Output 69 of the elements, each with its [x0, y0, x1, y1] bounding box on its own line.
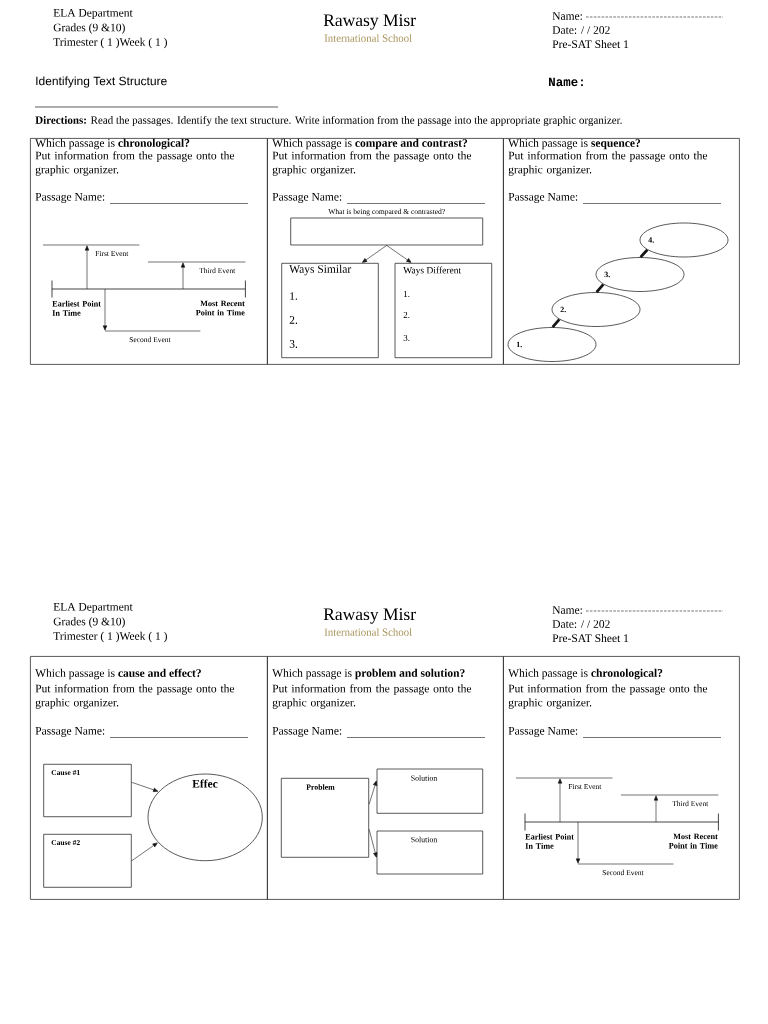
field-label: Name: — [549, 77, 583, 87]
sequence-oval: 4. — [639, 222, 729, 258]
field-label: Passage Name: — [508, 193, 578, 203]
list-number: 2. — [403, 311, 410, 319]
field-label: Name: — [552, 12, 582, 20]
arrow — [368, 780, 378, 805]
date-label: Date: / / 202 — [552, 620, 610, 628]
arrow — [362, 245, 387, 263]
header-text: Trimester ( 1 )Week ( 1 ) — [53, 37, 167, 49]
field-label: Passage Name: — [35, 193, 105, 203]
field-label: Name: — [552, 606, 582, 614]
date-label: Date: / / 202 — [552, 26, 610, 34]
school-subtitle: International School — [324, 628, 412, 636]
school-name: Rawasy Misr — [323, 14, 416, 30]
arrow — [653, 795, 659, 823]
timeline — [524, 813, 719, 831]
arrow — [368, 829, 378, 858]
instruction-text: Put information from the passage onto the graphic organizer. — [35, 684, 235, 709]
sequence-oval: 3. — [595, 257, 685, 292]
endpoint-label: Most Recent Point in Time — [195, 300, 245, 316]
instruction-text: Put information from the passage onto the graphic organizer. — [272, 151, 472, 176]
arrow — [557, 778, 563, 823]
question-text: Which passage is cause and effect? — [35, 668, 201, 680]
timeline — [51, 280, 246, 298]
arrow — [131, 842, 158, 862]
field-label: Passage Name: — [272, 727, 342, 737]
header-text: Grades (9 &10) — [53, 23, 125, 34]
arrow — [180, 262, 186, 290]
field-label: Passage Name: — [508, 727, 578, 737]
instruction-text: Put information from the passage onto the graphic organizer. — [272, 684, 472, 709]
connector-line — [551, 318, 561, 328]
question-text: Which passage is compare and contrast? — [272, 138, 468, 150]
question-text: Which passage is chronological? — [508, 668, 663, 680]
connector-line — [595, 283, 605, 293]
connector-line — [639, 248, 649, 259]
endpoint-label: Earliest Point In Time — [525, 833, 574, 849]
instruction-text: Put information from the passage onto the graphic organizer. — [35, 151, 235, 176]
sequence-oval: 1. — [507, 327, 597, 362]
arrow — [131, 782, 159, 792]
endpoint-label: Earliest Point In Time — [52, 300, 101, 316]
header-text: Pre-SAT Sheet 1 — [552, 633, 629, 643]
sequence-oval: 2. — [551, 292, 641, 327]
worksheet-title: Identifying Text Structure — [36, 76, 167, 88]
instruction-text: Put information from the passage onto the graphic organizer. — [508, 684, 708, 709]
header-text: Pre-SAT Sheet 1 — [552, 39, 629, 49]
directions-text: Directions: Read the passages. Identify the text structure. Write information from the passage into the appropriate graphic organizer. — [35, 115, 622, 127]
list-number: 1. — [404, 290, 410, 298]
header-text: ELA Department — [53, 603, 133, 614]
field-label: Passage Name: — [272, 193, 342, 203]
list-number: 3. — [289, 340, 298, 348]
arrow — [575, 821, 581, 864]
list-number: 3. — [403, 334, 410, 342]
field-label: Passage Name: — [35, 727, 105, 737]
arrow — [102, 288, 108, 331]
school-name: Rawasy Misr — [323, 608, 416, 624]
header-text: ELA Department — [53, 9, 133, 19]
header-text: Trimester ( 1 )Week ( 1 ) — [53, 631, 167, 643]
question-text: Which passage is sequence? — [508, 138, 641, 150]
endpoint-label: Most Recent Point in Time — [668, 833, 718, 849]
list-number: 2. — [289, 316, 298, 324]
effect-oval: Effec — [147, 773, 263, 862]
instruction-text: Put information from the passage onto the graphic organizer. — [508, 151, 708, 176]
header-text: Grades (9 &10) — [53, 617, 125, 628]
arrow — [84, 245, 90, 290]
question-text: Which passage is chronological? — [35, 138, 190, 150]
question-text: Which passage is problem and solution? — [272, 668, 465, 680]
arrow — [386, 245, 412, 263]
list-number: 1. — [290, 292, 298, 300]
school-subtitle: International School — [324, 34, 412, 42]
